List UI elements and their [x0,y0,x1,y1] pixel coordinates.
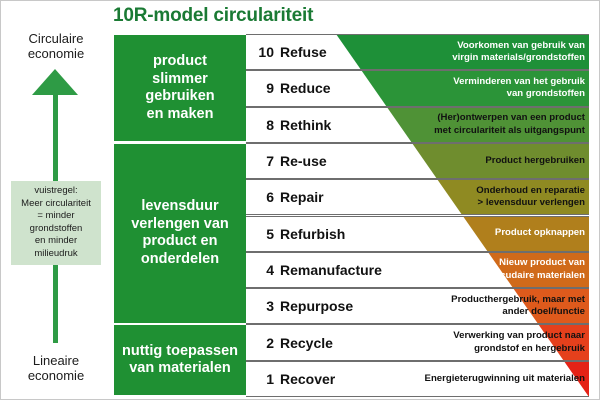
axis-bottom-line2: economie [27,368,85,384]
note-line-2: Meer circulariteit [21,197,91,209]
strategy-rank: 1 [266,370,274,387]
description-line: Verminderen van het gebruik [453,75,585,87]
description-line: Verwerking van product naar [453,330,585,342]
strategy-rank: 10 [258,44,274,61]
strategy-name: Recover [280,370,336,387]
note-line-1: vuistregel: [34,185,78,196]
strategy-description-5: Product opknappen [495,216,585,252]
strategy-row-6[interactable]: 6 Repair [246,179,589,216]
strategy-name: Re-use [280,153,327,170]
strategy-description-7: Product hergebruiken [485,143,585,179]
strategy-rank: 7 [266,153,274,170]
strategy-name: Recycle [280,334,333,351]
description-line: > levensduur verlengen [477,197,585,209]
strategy-row-10[interactable]: 10 Refuse [246,34,589,71]
strategy-rank: 3 [266,298,274,315]
axis-top-label: Circulaire economie [1,31,111,62]
description-line: Product hergebruiken [485,154,585,166]
strategy-rank: 4 [266,261,274,278]
note-line-3: = minder [37,210,75,222]
description-line: met circulariteit als uitgangspunt [434,124,585,136]
description-line: Onderhoud en reparatie [476,184,585,196]
strategy-row-4[interactable]: 4 Remanufacture [246,251,589,289]
note-line-6: milieudruk [34,247,78,259]
strategy-description-1: Energieterugwinning uit materialen [425,361,585,397]
description-line: ander doel/functie [502,306,585,318]
strategy-rank: 2 [266,334,274,351]
description-line: grondstof en hergebruik [474,342,585,354]
axis-bottom-line1: Lineaire [32,353,80,368]
axis-top-line1: Circulaire [28,31,84,46]
note-line-5: en minder [34,235,78,247]
description-line: virgin materials/grondstoffen [452,52,585,64]
strategy-row-2[interactable]: 2 Recycle [246,324,589,361]
axis-bottom-label: Lineaire economie [1,353,111,384]
strategy-row-8[interactable]: 8 Rethink [246,106,589,143]
strategy-name: Refuse [280,44,327,61]
axis-top-line2: economie [27,46,85,62]
description-line: (Her)ontwerpen van een product [437,112,585,124]
strategy-row-3[interactable]: 3 Repurpose [246,288,589,325]
description-line: Producthergebruik, maar met [451,293,585,305]
strategy-rank: 5 [266,225,274,242]
description-line: Product opknappen [494,227,585,239]
description-line: van grondstoffen [506,88,585,100]
strategy-rank: 9 [266,80,274,97]
strategy-row-9[interactable]: 9 Reduce [246,70,589,107]
strategy-name: Remanufacture [280,261,382,278]
description-line: Voorkomen van gebruik van [457,39,585,51]
description-line: Nieuw product van [499,257,585,269]
strategy-name: Reduce [280,80,331,97]
description-line: Energieterugwinning uit materialen [424,372,585,384]
circularity-axis: Circulaire economie vuistregel: Meer cir… [1,1,111,401]
strategy-row-5[interactable]: 5 Refurbish [246,215,589,252]
strategy-row-7[interactable]: 7 Re-use [246,142,589,180]
page-title: 10R-model circulariteit [113,5,314,26]
strategy-rank: 8 [266,116,274,133]
strategy-name: Repurpose [280,298,354,315]
vuistregel-note: vuistregel: Meer circulariteit = minder … [11,181,101,266]
strategy-name: Repair [280,189,324,206]
strategy-name: Rethink [280,116,332,133]
description-line: secudaire materialen [489,269,585,281]
note-line-4: grondstoffen [29,222,83,234]
strategy-rank: 6 [266,189,274,206]
strategy-name: Refurbish [280,225,346,242]
strategy-row-1[interactable]: 1 Recover [246,360,589,397]
strategy-description-6: Onderhoud en reparatie> levensduur verle… [476,179,585,215]
